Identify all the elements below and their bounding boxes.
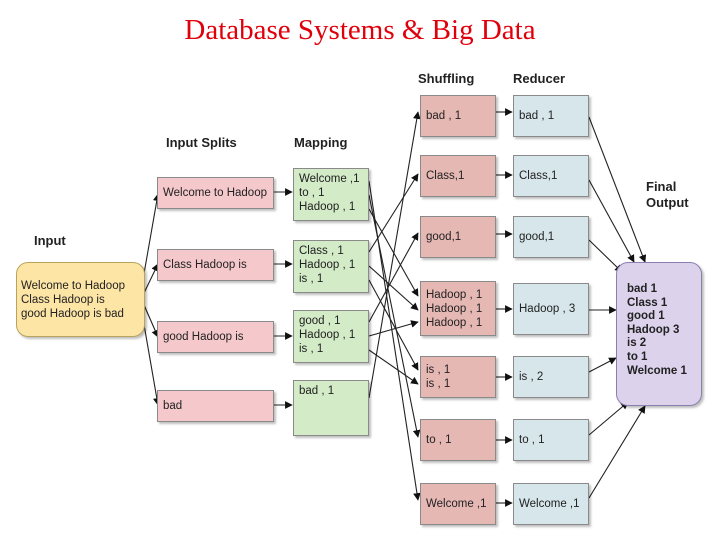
mapping-box-1: Welcome ,1 to , 1 Hadoop , 1 — [293, 168, 369, 221]
reducer-box-good: good,1 — [513, 216, 589, 258]
input-line: good Hadoop is bad — [21, 307, 124, 320]
reducer-pair: to , 1 — [519, 434, 545, 446]
reducer-pair: is , 2 — [519, 371, 544, 383]
arrow-reduce-final-1 — [588, 116, 647, 263]
shuffle-box-to: to , 1 — [420, 419, 496, 461]
arrow-map-shuffle — [368, 349, 419, 385]
reducer-pair: bad , 1 — [519, 110, 555, 122]
arrow-map-shuffle — [368, 173, 419, 253]
final-output-item: bad 1 — [627, 283, 658, 295]
input-box: Welcome to Hadoop Class Hadoop is good H… — [16, 262, 145, 337]
final-output-header-line: Output — [646, 195, 689, 210]
final-output-item: Welcome 1 — [627, 364, 687, 377]
final-output-item: Class 1 — [627, 296, 668, 309]
input-header: Input — [34, 233, 66, 248]
shuffle-pair: Welcome ,1 — [426, 498, 487, 510]
split-text: Welcome to Hadoop — [163, 187, 267, 199]
reducer-header: Reducer — [513, 71, 566, 86]
mapping-box-4: bad , 1 — [293, 380, 369, 436]
input-split-3: good Hadoop is — [157, 321, 274, 353]
mapping-pair: is , 1 — [299, 273, 324, 285]
input-line: Class Hadoop is — [21, 293, 105, 306]
arrow-map-shuffle — [368, 320, 419, 337]
mapping-pair: good , 1 — [299, 315, 341, 327]
mapping-pair: bad , 1 — [299, 385, 335, 397]
mapping-pair: to , 1 — [299, 187, 325, 199]
reducer-box-class: Class,1 — [513, 155, 589, 197]
reducer-box-welcome: Welcome ,1 — [513, 483, 589, 525]
shuffling-header: Shuffling — [418, 71, 475, 86]
shuffle-pair: to , 1 — [426, 434, 452, 446]
mapping-header: Mapping — [294, 135, 348, 150]
arrow-reduce-final-6 — [588, 401, 629, 436]
input-split-1: Welcome to Hadoop — [157, 177, 274, 209]
shuffle-pair: bad , 1 — [426, 110, 462, 122]
mapping-pair: Hadoop , 1 — [299, 259, 356, 271]
final-output-item: good 1 — [627, 310, 665, 323]
final-output-box: bad 1 Class 1 good 1 Hadoop 3 is 2 to 1 … — [616, 262, 702, 406]
mapping-pair: Hadoop , 1 — [299, 329, 356, 341]
arrow-map-shuffle — [368, 111, 421, 399]
input-line: Welcome to Hadoop — [21, 279, 125, 292]
arrow-input-split-3 — [143, 304, 159, 338]
arrow-reduce-final-2 — [588, 179, 635, 263]
mapping-pair: is , 1 — [299, 343, 324, 355]
shuffle-pair: Class,1 — [426, 170, 465, 182]
shuffle-pair-list: Hadoop , 1 Hadoop , 1 Hadoop , 1 — [426, 288, 482, 330]
shuffle-box-hadoop: Hadoop , 1 Hadoop , 1 Hadoop , 1 — [420, 281, 496, 336]
reducer-box-hadoop: Hadoop , 3 — [513, 283, 589, 335]
reducer-pair: Hadoop , 3 — [519, 303, 576, 315]
page-title: Database Systems & Big Data — [184, 14, 536, 46]
input-splits-header: Input Splits — [166, 135, 237, 150]
arrow-input-split-2 — [143, 263, 159, 294]
shuffle-box-bad: bad , 1 — [420, 95, 496, 137]
mapping-pair: Hadoop , 1 — [299, 201, 356, 213]
final-output-item: to 1 — [627, 350, 648, 363]
split-text: Class Hadoop is — [163, 259, 247, 271]
shuffle-box-welcome: Welcome ,1 — [420, 483, 496, 525]
final-output-item: Hadoop 3 — [627, 323, 680, 336]
shuffle-box-is: is , 1 is , 1 — [420, 356, 496, 398]
shuffle-box-good: good,1 — [420, 216, 496, 258]
split-text: bad — [163, 400, 183, 412]
arrow-reduce-final-5 — [588, 357, 617, 373]
reducer-box-is: is , 2 — [513, 356, 589, 398]
arrow-map-shuffle — [368, 265, 419, 311]
input-split-2: Class Hadoop is — [157, 249, 274, 281]
shuffle-pair-list: is , 1 is , 1 — [426, 363, 450, 391]
input-split-4: bad — [157, 390, 274, 422]
arrow-reduce-final-3 — [588, 239, 623, 273]
arrow-input-split-1 — [141, 193, 161, 286]
arrow-input-split-4 — [141, 312, 161, 406]
mapping-pair: Welcome ,1 — [299, 173, 360, 185]
mapping-box-2: Class , 1 Hadoop , 1 is , 1 — [293, 240, 369, 293]
split-text: good Hadoop is — [163, 331, 244, 343]
arrow-map-shuffle — [368, 194, 421, 438]
shuffle-box-class: Class,1 — [420, 155, 496, 197]
reducer-pair: Class,1 — [519, 170, 558, 182]
reducer-pair: good,1 — [519, 231, 555, 243]
shuffle-pair: Hadoop , 1 — [426, 302, 483, 315]
shuffle-pair: is , 1 — [426, 364, 451, 376]
shuffle-pair: Hadoop , 1 — [426, 316, 483, 329]
final-output-item: is 2 — [627, 337, 647, 350]
arrow-reduce-final-7 — [588, 405, 646, 499]
input-text: Welcome to Hadoop Class Hadoop is good H… — [21, 279, 125, 321]
shuffle-pair: is , 1 — [426, 378, 451, 390]
shuffle-pair: good,1 — [426, 231, 462, 243]
shuffle-pair: Hadoop , 1 — [426, 288, 483, 301]
mapping-pair: Class , 1 — [299, 245, 344, 257]
final-output-header: Final Output — [646, 179, 689, 211]
arrow-map-shuffle — [368, 279, 419, 371]
arrow-map-shuffle — [368, 232, 419, 323]
mapping-box-3: good , 1 Hadoop , 1 is , 1 — [293, 310, 369, 363]
reducer-pair: Welcome ,1 — [519, 498, 580, 510]
reducer-box-to: to , 1 — [513, 419, 589, 461]
final-output-header-line: Final — [646, 179, 677, 194]
reducer-box-bad: bad , 1 — [513, 95, 589, 137]
